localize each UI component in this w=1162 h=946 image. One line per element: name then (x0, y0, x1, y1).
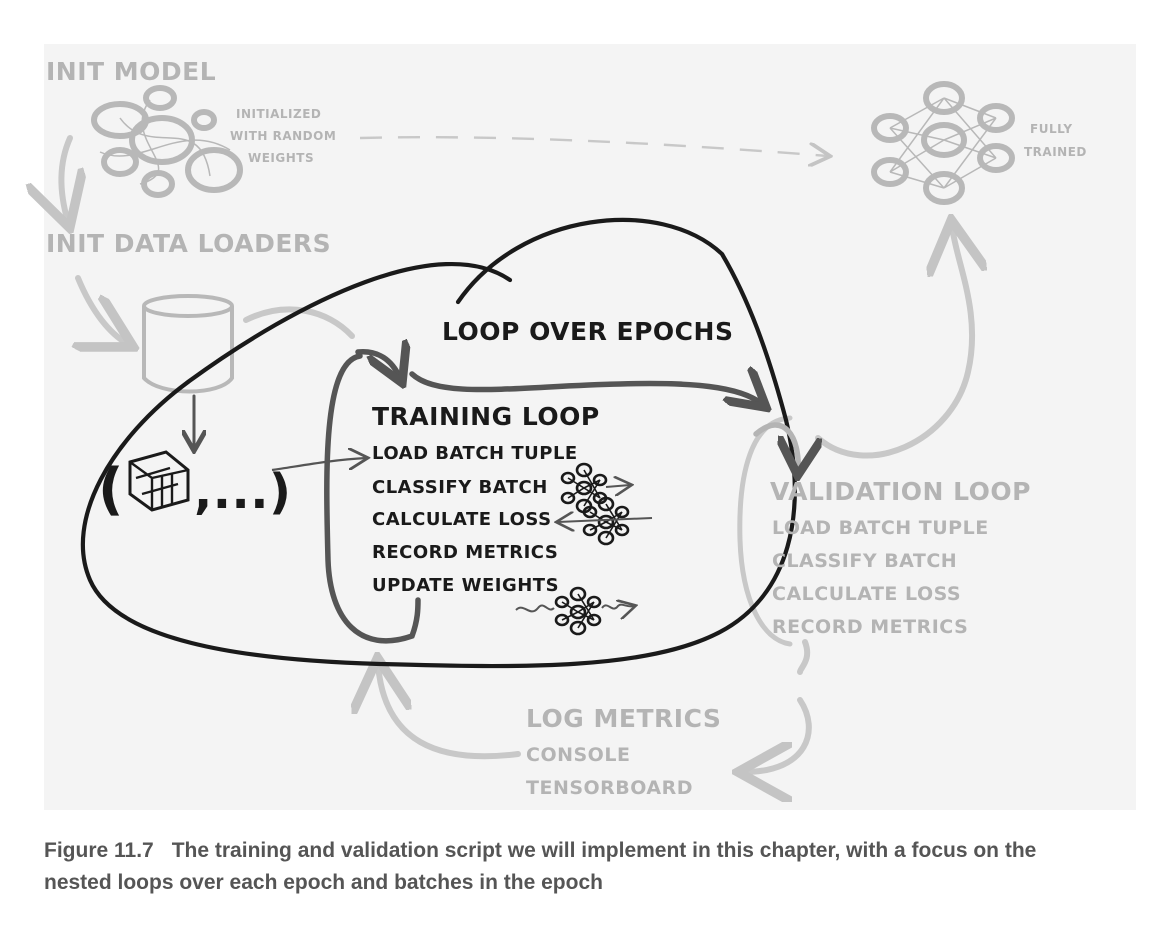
training-entry-arrow (355, 352, 400, 378)
validation-return-arrow (815, 226, 972, 459)
loss-network-icon (558, 496, 653, 546)
validation-step-classify: CLASSIFY BATCH (772, 550, 957, 572)
classify-network-icon (560, 462, 630, 514)
training-step-update: UPDATE WEIGHTS (372, 575, 559, 596)
validation-step-load: LOAD BATCH TUPLE (772, 517, 989, 539)
diagram-background (44, 44, 1136, 810)
log-metrics-title: LOG METRICS (526, 704, 721, 733)
training-to-validation-arrow (409, 374, 762, 404)
image-batch-icon (128, 450, 190, 512)
random-network-icon (91, 85, 243, 198)
init-model-note-line1: INITIALIZED (236, 107, 321, 121)
validation-step-metrics: RECORD METRICS (772, 616, 968, 638)
init-data-loaders-title: INIT DATA LOADERS (46, 229, 331, 258)
training-step-classify: CLASSIFY BATCH (372, 477, 548, 498)
batch-tuple-rest: ,...) (194, 464, 291, 520)
init-model-title: INIT MODEL (46, 57, 216, 86)
init-model-note-line3: WEIGHTS (248, 151, 314, 165)
validation-entry-arrow (753, 422, 798, 470)
loop-over-epochs-title: LOOP OVER EPOCHS (442, 317, 733, 346)
training-loop-bracket (324, 353, 421, 644)
init-to-loaders-arrow (62, 135, 71, 222)
batch-tuple-open-paren: ( (98, 457, 124, 522)
training-loop-title: TRAINING LOOP (372, 402, 600, 431)
model-to-trained-arrow (359, 136, 828, 156)
tuple-to-training-arrow (271, 458, 366, 472)
log-metrics-console: CONSOLE (526, 744, 630, 766)
database-icon (142, 294, 234, 394)
update-network-icon (515, 586, 634, 636)
training-step-metrics: RECORD METRICS (372, 542, 558, 563)
loaders-to-db-arrow (78, 275, 128, 344)
init-model-note-line2: WITH RANDOM (230, 129, 336, 143)
fully-trained-line2: TRAINED (1024, 145, 1087, 159)
metrics-to-log-arrow (744, 639, 812, 772)
validation-step-loss: CALCULATE LOSS (772, 583, 961, 605)
fully-trained-line1: FULLY (1030, 122, 1073, 136)
epoch-loop-outline (80, 217, 797, 669)
training-step-load: LOAD BATCH TUPLE (372, 443, 578, 464)
validation-loop-title: VALIDATION LOOP (770, 477, 1031, 506)
figure-label: Figure 11.7 (44, 839, 154, 862)
log-to-training-arrow (378, 664, 521, 760)
figure-caption-text: The training and validation script we wi… (44, 839, 1037, 894)
training-step-loss: CALCULATE LOSS (372, 509, 552, 530)
log-metrics-tensorboard: TENSORBOARD (526, 777, 693, 799)
trained-network-icon (871, 81, 1015, 205)
